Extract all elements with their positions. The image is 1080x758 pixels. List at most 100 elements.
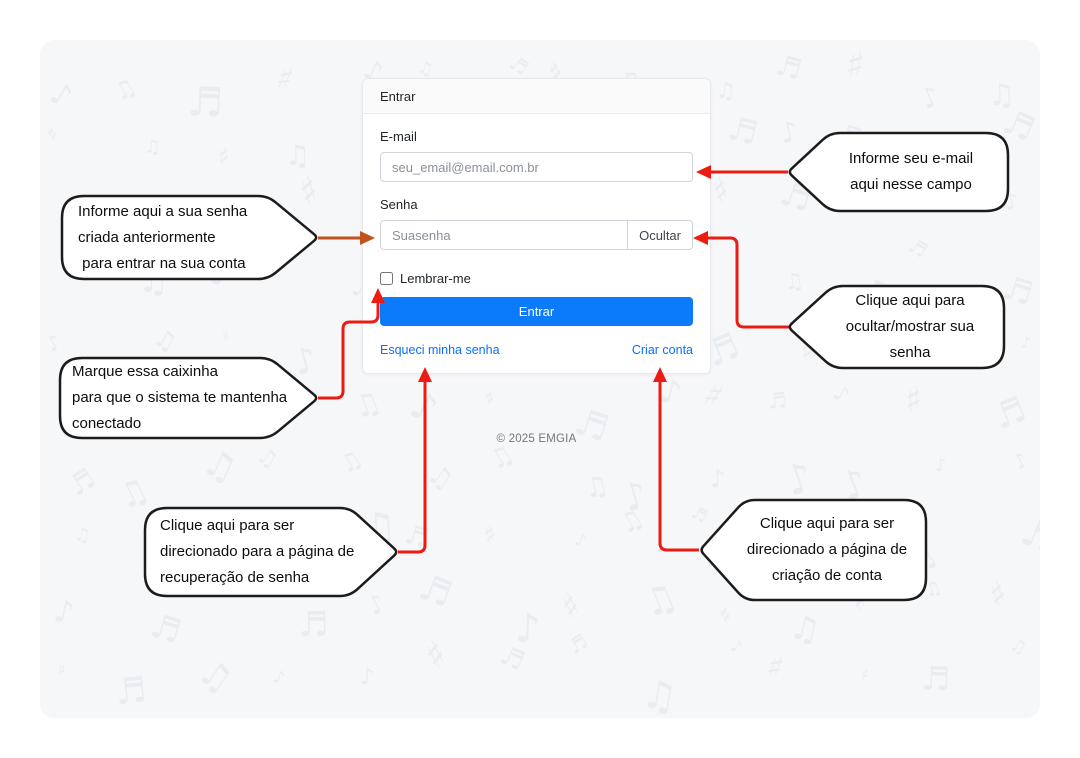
music-note-icon: ♬: [1014, 509, 1040, 564]
music-note-icon: ♪: [778, 451, 819, 506]
callout-text-line: direcionado para a página de: [160, 543, 355, 560]
music-note-icon: ♫: [196, 439, 244, 493]
music-note-icon: ♯: [695, 374, 731, 418]
music-note-icon: ♬: [297, 604, 330, 646]
music-note-icon: ♯: [714, 601, 738, 631]
callout-text-line: ocultar/mostrar sua: [845, 318, 975, 335]
music-note-icon: ♫: [580, 469, 612, 506]
password-input-group: Ocultar: [380, 220, 693, 250]
remember-me-label: Lembrar-me: [400, 271, 471, 286]
music-note-icon: ♪: [50, 592, 78, 632]
remember-me-checkbox[interactable]: [380, 272, 393, 285]
music-note-icon: ♪: [359, 664, 375, 691]
music-note-icon: ♪: [571, 528, 591, 553]
music-note-icon: ♯: [762, 648, 788, 688]
music-note-icon: ♪: [727, 636, 746, 658]
callout-text-line: Informe aqui a sua senha: [78, 202, 248, 220]
music-note-icon: ♯: [417, 631, 455, 680]
music-note-icon: ♯: [707, 170, 735, 212]
music-note-icon: ♪: [655, 371, 687, 414]
music-note-icon: ♬: [987, 388, 1032, 439]
music-note-icon: ♬: [186, 78, 225, 127]
callout-text-line: para que o sistema te mantenha: [72, 389, 288, 406]
music-note-icon: ♪: [514, 605, 542, 652]
music-note-icon: ♫: [148, 322, 182, 358]
music-note-icon: ♯: [482, 386, 499, 412]
callout-text-line: criada anteriormente: [78, 228, 216, 246]
music-note-icon: ♬: [904, 233, 932, 264]
music-note-icon: ♬: [920, 659, 951, 698]
password-label: Senha: [380, 197, 418, 212]
card-body: E-mail Senha Ocultar Lembrar-me Entrar E…: [363, 114, 710, 374]
music-note-icon: ♬: [563, 629, 592, 660]
music-note-icon: ♫: [189, 648, 241, 703]
music-note-icon: ♯: [904, 379, 923, 422]
music-note-icon: ♪: [43, 74, 79, 116]
music-note-icon: ♪: [270, 666, 288, 689]
callout-bubble-shape: [60, 194, 318, 281]
create-account-link[interactable]: Criar conta: [631, 343, 693, 357]
music-note-icon: ♫: [483, 437, 520, 477]
music-note-icon: ♫: [635, 572, 684, 627]
music-note-icon: ♪: [934, 455, 947, 477]
links-row: Esqueci minha senha Criar conta: [380, 343, 693, 357]
callout-bubble-shape: [788, 131, 1010, 213]
callout-bubble-shape: [700, 498, 928, 602]
music-note-icon: ♫: [107, 71, 142, 108]
forgot-password-link[interactable]: Esqueci minha senha: [380, 343, 500, 357]
callout-email-field: Informe seu e-mail aqui nesse campo: [788, 131, 1010, 213]
toggle-password-button[interactable]: Ocultar: [627, 220, 693, 250]
music-note-icon: ♪: [402, 382, 445, 434]
card-title: Entrar: [380, 88, 416, 104]
music-note-icon: ♪: [710, 464, 726, 493]
remember-me-row: Lembrar-me: [380, 271, 693, 286]
password-input[interactable]: [380, 220, 629, 250]
music-note-icon: ♯: [216, 141, 232, 172]
callout-create-account: Clique aqui para ser direcionado a págin…: [700, 498, 928, 602]
music-note-icon: ♬: [505, 50, 534, 80]
email-input[interactable]: [380, 152, 693, 182]
card-header: Entrar: [363, 79, 710, 114]
music-note-icon: ♯: [554, 585, 588, 629]
music-note-icon: ♬: [61, 460, 102, 504]
music-note-icon: ♫: [333, 443, 368, 480]
callout-text-line: Marque essa caixinha: [72, 363, 218, 380]
music-note-icon: ♯: [860, 664, 870, 684]
music-note-icon: ♬: [401, 519, 432, 555]
callout-remember-me: Marque essa caixinha para que o sistema …: [58, 356, 318, 440]
music-note-icon: ♫: [347, 384, 387, 427]
callout-text-line: senha: [889, 344, 931, 361]
login-submit-button[interactable]: Entrar: [380, 297, 693, 326]
callout-bubble-shape: [788, 284, 1006, 370]
callout-text-line: criação de conta: [771, 567, 883, 584]
callout-text-line: aqui nesse campo: [850, 176, 972, 193]
music-note-icon: ♫: [714, 77, 737, 105]
music-note-icon: ♯: [983, 573, 1013, 617]
music-note-icon: ♫: [143, 137, 162, 159]
music-note-icon: ♪: [1019, 332, 1033, 353]
callout-text-line: Informe seu e-mail: [848, 150, 974, 167]
music-note-icon: ♯: [58, 660, 67, 680]
music-note-icon: ♬: [494, 640, 529, 678]
music-note-icon: ♫: [638, 670, 681, 718]
music-note-icon: ♫: [251, 442, 283, 475]
music-note-icon: ♯: [843, 41, 868, 89]
music-note-icon: ♪: [915, 78, 945, 116]
callout-password-field: Informe aqui a sua senha criada anterior…: [60, 194, 318, 281]
callout-bubble-shape: [143, 506, 398, 598]
music-note-icon: ♬: [412, 564, 459, 617]
callout-text-line: recuperação de senha: [160, 569, 310, 586]
music-note-icon: ♬: [723, 109, 762, 153]
callout-text-line: Clique aqui para ser: [759, 515, 895, 532]
music-note-icon: ♫: [421, 457, 460, 498]
music-note-icon: ♫: [1006, 633, 1031, 660]
music-note-icon: ♯: [480, 519, 499, 551]
music-note-icon: ♬: [113, 669, 150, 714]
music-note-icon: ♫: [284, 139, 311, 173]
music-note-icon: ♯: [42, 122, 64, 147]
music-note-icon: ♪: [1008, 447, 1033, 475]
callout-text-line: direcionado a página de: [746, 541, 908, 558]
callout-text-line: Clique aqui para: [855, 292, 965, 309]
music-note-icon: ♬: [772, 48, 806, 87]
